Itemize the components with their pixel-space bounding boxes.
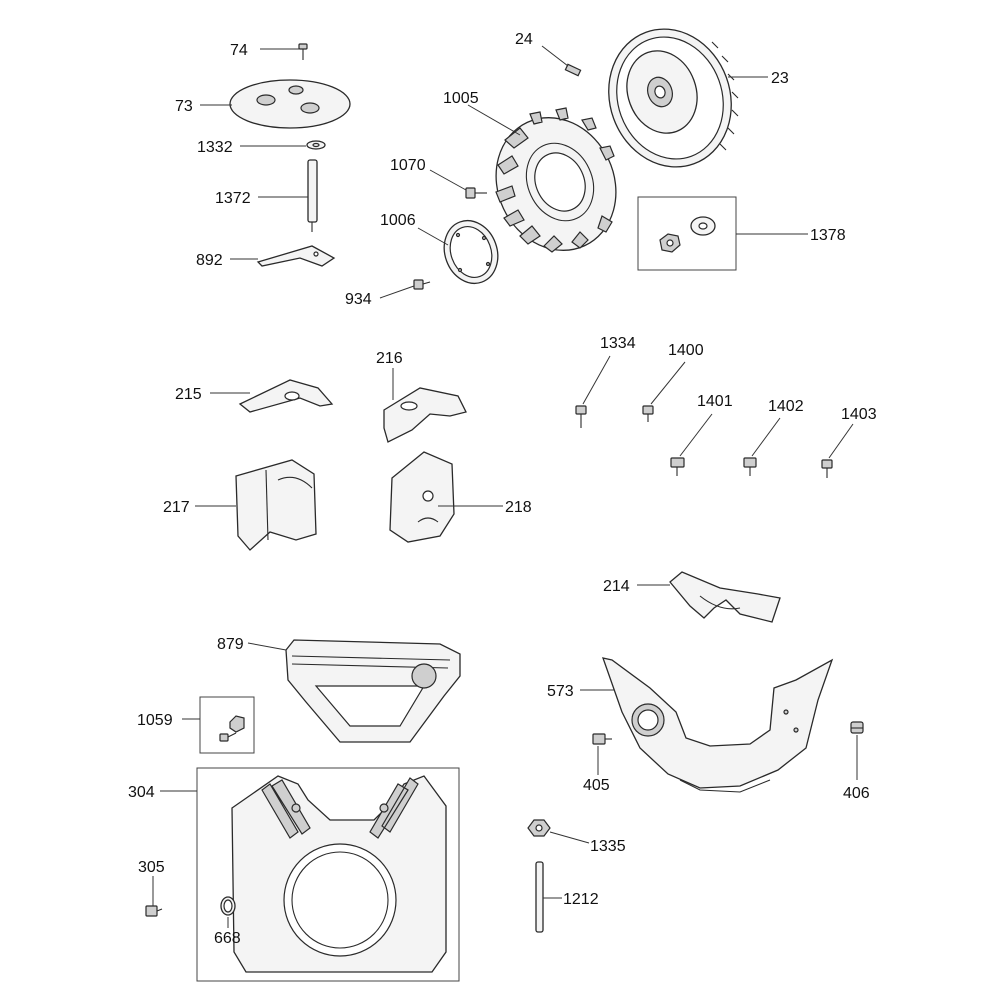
label-215: 215 — [175, 386, 202, 403]
label-1400: 1400 — [668, 342, 704, 359]
part-1400-bolt[interactable] — [642, 405, 654, 422]
part-1212-stud[interactable] — [535, 861, 544, 933]
label-217: 217 — [163, 499, 190, 516]
label-1402: 1402 — [768, 398, 804, 415]
part-573-backplate[interactable] — [601, 657, 834, 793]
part-218-shroud[interactable] — [389, 451, 455, 543]
part-1006-plate[interactable] — [436, 213, 507, 291]
part-1332-washer[interactable] — [306, 140, 326, 150]
label-1005: 1005 — [443, 90, 479, 107]
label-23: 23 — [771, 70, 789, 87]
label-1070: 1070 — [390, 157, 426, 174]
part-23-flywheel[interactable] — [590, 12, 751, 185]
part-24-key[interactable] — [564, 63, 582, 77]
label-405: 405 — [583, 777, 610, 794]
part-406-nut[interactable] — [850, 721, 864, 734]
part-668-ring[interactable] — [220, 896, 236, 916]
part-892-bracket[interactable] — [256, 245, 336, 267]
part-405-screw[interactable] — [592, 733, 612, 745]
label-1212: 1212 — [563, 891, 599, 908]
label-216: 216 — [376, 350, 403, 367]
label-73: 73 — [175, 98, 193, 115]
part-1335-nut[interactable] — [527, 819, 551, 837]
label-74: 74 — [230, 42, 248, 59]
part-1378-hardware[interactable] — [637, 196, 737, 271]
part-215-baffle[interactable] — [238, 379, 334, 413]
label-879: 879 — [217, 636, 244, 653]
label-1403: 1403 — [841, 406, 877, 423]
part-879-guard[interactable] — [285, 639, 461, 743]
label-304: 304 — [128, 784, 155, 801]
part-1059-kit[interactable] — [199, 696, 255, 754]
label-24: 24 — [515, 31, 533, 48]
label-1332: 1332 — [197, 139, 233, 156]
part-73-plate[interactable] — [229, 79, 351, 129]
label-218: 218 — [505, 499, 532, 516]
part-1005-fan[interactable] — [475, 98, 638, 270]
part-74-screw[interactable] — [298, 43, 308, 60]
part-1401-bolt[interactable] — [670, 457, 685, 476]
part-1372-spacer[interactable] — [307, 159, 318, 232]
label-1401: 1401 — [697, 393, 733, 410]
part-1403-bolt[interactable] — [821, 459, 833, 478]
label-214: 214 — [603, 578, 630, 595]
label-668: 668 — [214, 930, 241, 947]
part-1334-bolt[interactable] — [575, 405, 587, 428]
label-1335: 1335 — [590, 838, 626, 855]
label-1372: 1372 — [215, 190, 251, 207]
label-1006: 1006 — [380, 212, 416, 229]
part-216-baffle[interactable] — [383, 387, 467, 443]
label-305: 305 — [138, 859, 165, 876]
label-934: 934 — [345, 291, 372, 308]
part-304-blower-housing[interactable] — [196, 767, 460, 982]
label-1334: 1334 — [600, 335, 636, 352]
label-406: 406 — [843, 785, 870, 802]
part-214-baffle[interactable] — [669, 571, 781, 623]
part-1402-bolt[interactable] — [743, 457, 757, 476]
label-1059: 1059 — [137, 712, 173, 729]
label-573: 573 — [547, 683, 574, 700]
label-892: 892 — [196, 252, 223, 269]
label-1378: 1378 — [810, 227, 846, 244]
part-305-screw[interactable] — [145, 905, 163, 917]
part-217-shroud[interactable] — [235, 459, 317, 551]
part-934-screw[interactable] — [413, 279, 431, 290]
part-1070-screw[interactable] — [465, 187, 487, 199]
